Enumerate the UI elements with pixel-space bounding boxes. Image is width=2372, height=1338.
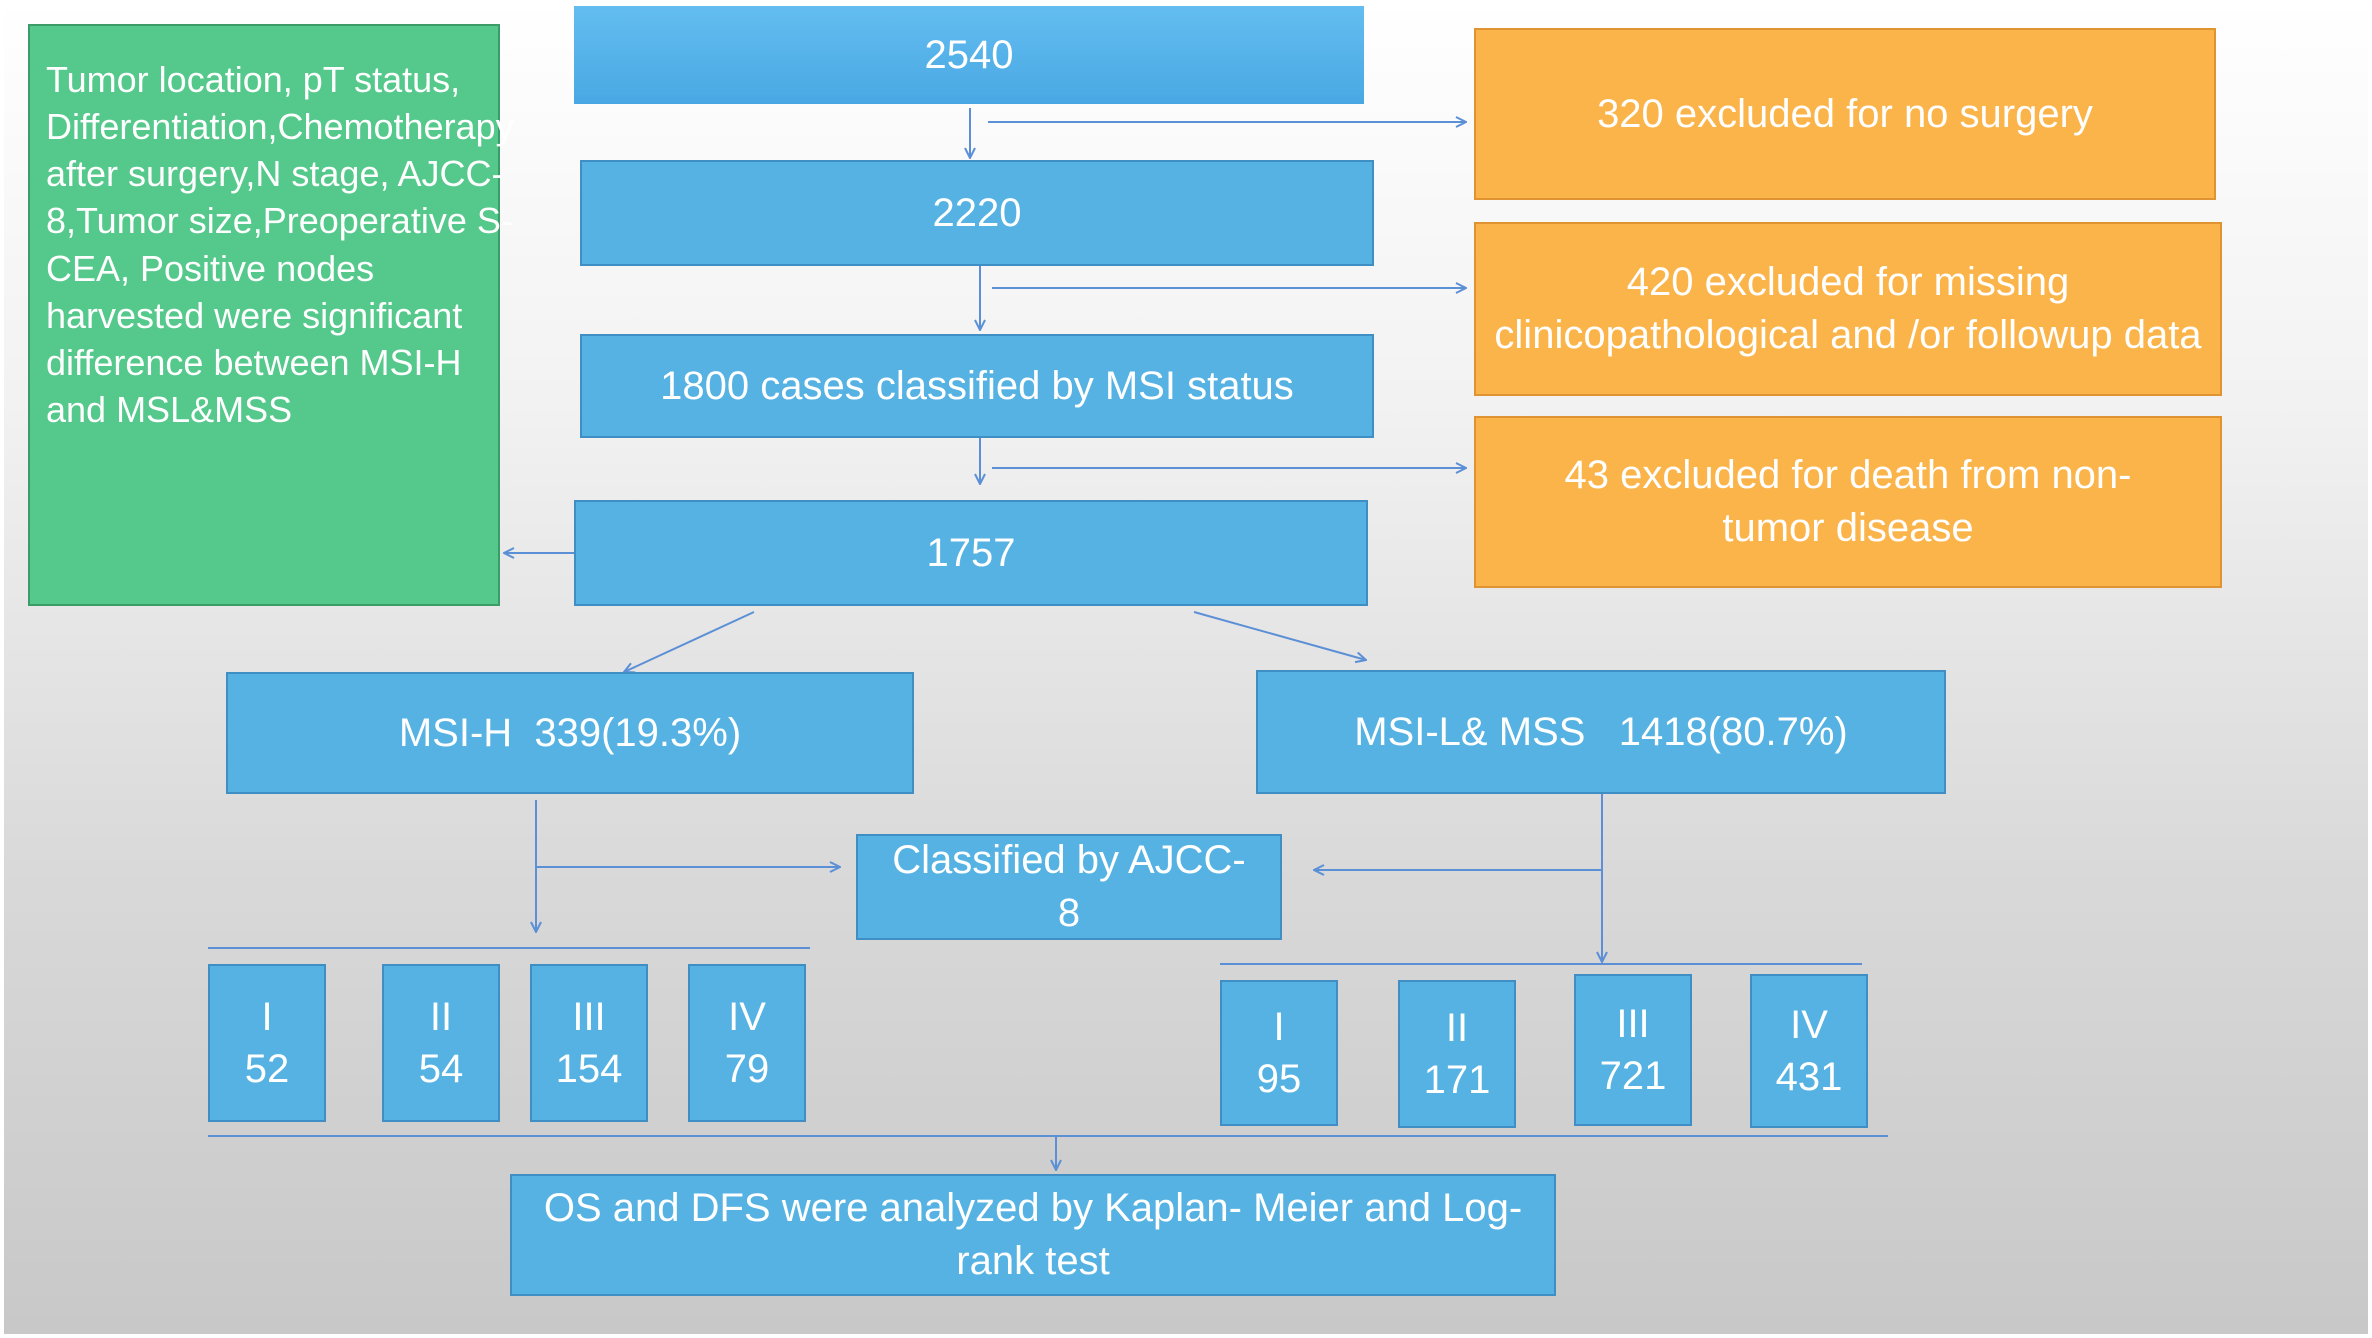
msi-h-stage-ii-label: II	[429, 995, 453, 1039]
connector-lines	[208, 108, 1888, 1334]
msi-h-stage-iv-label: IV	[728, 995, 766, 1039]
significant-difference-note: Tumor location, pT status, Differentiati…	[28, 24, 514, 606]
msi-h-stage-iii-box: III 154	[530, 964, 648, 1122]
msi-h-stage-ii-box: II 54	[382, 964, 500, 1122]
msi-h-stage-iii-label: III	[572, 995, 606, 1039]
excluded-missing-data-text: 420 excluded for missing clinicopatholog…	[1494, 260, 2202, 357]
mss-stage-iii-box: III 721	[1574, 974, 1692, 1126]
analysis-text: OS and DFS were analyzed by Kaplan- Meie…	[543, 1186, 1523, 1283]
final-cohort-box: 1757	[574, 500, 1368, 606]
classified-msi-text: 1800 cases classified by MSI status	[660, 363, 1294, 408]
msi-h-stage-iv-box: IV 79	[688, 964, 806, 1122]
arrow-final-to-msi-h	[624, 611, 755, 672]
significant-difference-text: Tumor location, pT status, Differentiati…	[46, 59, 514, 431]
mss-stage-iii-label: III	[1616, 1002, 1650, 1046]
msi-h-stage-i-label: I	[261, 995, 273, 1039]
mss-stage-iii-count: 721	[1599, 1054, 1667, 1098]
mss-stage-iv-count: 431	[1775, 1055, 1843, 1099]
msi-h-stage-i-count: 52	[244, 1047, 290, 1091]
mss-stage-ii-count: 171	[1423, 1058, 1491, 1102]
msi-h-stage-iv-count: 79	[724, 1047, 770, 1091]
excluded-death-box: 43 excluded for death from non-tumor dis…	[1474, 416, 2222, 588]
excluded-death-text: 43 excluded for death from non-tumor dis…	[1564, 453, 2132, 550]
excluded-missing-data-box: 420 excluded for missing clinicopatholog…	[1474, 222, 2222, 396]
mss-stage-i-count: 95	[1256, 1057, 1302, 1101]
start-count-box: 2540	[574, 6, 1364, 104]
msi-h-group-text: MSI-H 339(19.3%)	[398, 710, 742, 755]
mss-stage-ii-box: II 171	[1398, 980, 1516, 1128]
msi-h-stage-ii-count: 54	[418, 1047, 464, 1091]
msi-l-mss-group-box: MSI-L& MSS 1418(80.7%)	[1256, 670, 1946, 794]
classified-msi-box: 1800 cases classified by MSI status	[580, 334, 1374, 438]
flowchart-canvas: 2540 2220 1800 cases classified by MSI s…	[4, 0, 2368, 1334]
mss-stage-ii-label: II	[1445, 1006, 1469, 1050]
arrow-final-to-mss	[1193, 611, 1366, 660]
mss-stage-i-label: I	[1273, 1005, 1285, 1049]
after-surgery-text: 2220	[932, 190, 1022, 235]
msi-h-stage-i-box: I 52	[208, 964, 326, 1122]
excluded-no-surgery-text: 320 excluded for no surgery	[1597, 91, 2093, 136]
mss-stage-i-box: I 95	[1220, 980, 1338, 1126]
msi-l-mss-group-text: MSI-L& MSS 1418(80.7%)	[1354, 709, 1848, 754]
classified-ajcc-text: Classified by AJCC-8	[892, 838, 1246, 935]
msi-h-stage-iii-count: 154	[555, 1047, 623, 1091]
msi-h-group-box: MSI-H 339(19.3%)	[226, 672, 914, 794]
classified-ajcc-box: Classified by AJCC-8	[856, 834, 1282, 940]
analysis-box: OS and DFS were analyzed by Kaplan- Meie…	[510, 1174, 1556, 1296]
mss-stage-iv-label: IV	[1790, 1003, 1828, 1047]
start-count-text: 2540	[924, 32, 1014, 77]
excluded-no-surgery-box: 320 excluded for no surgery	[1474, 28, 2216, 200]
mss-stage-iv-box: IV 431	[1750, 974, 1868, 1128]
final-cohort-text: 1757	[926, 530, 1016, 575]
after-surgery-box: 2220	[580, 160, 1374, 266]
